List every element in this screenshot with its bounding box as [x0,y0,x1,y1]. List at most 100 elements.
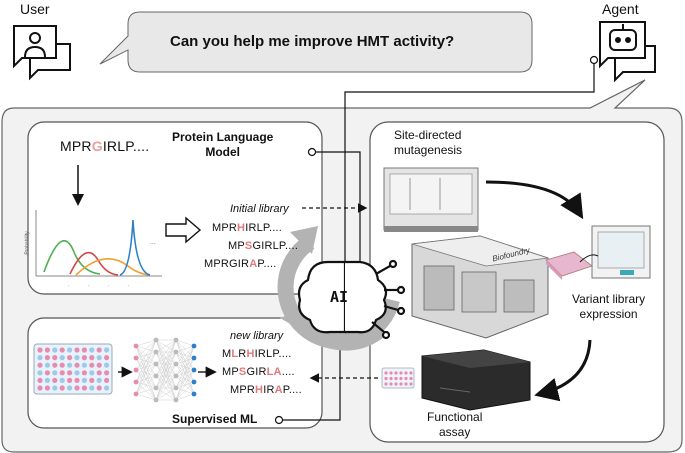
well [104,355,110,361]
nn-node [153,385,159,391]
nn-edge [175,381,195,401]
nn-edge [155,351,177,401]
nn-edge [135,351,157,395]
well [67,385,73,391]
well [44,370,51,376]
well [59,355,65,361]
svg-text:·: · [128,283,130,289]
nn-edge [135,339,157,395]
well [81,377,87,383]
nn-node [133,367,139,373]
well [74,377,80,383]
probability-axis-label: Probability [24,231,31,255]
biofoundry-system-image [411,235,549,339]
well [37,370,43,376]
prompt-text: Can you help me improve HMT activity? [170,33,455,50]
svg-text:...: ... [150,239,156,246]
well [44,347,51,353]
well [89,377,95,383]
well [67,377,73,383]
nn-node [153,337,159,343]
well [96,347,102,353]
nn-edge [135,339,157,383]
well [96,355,102,361]
nn-edge [175,345,195,353]
prompt-bubble [99,11,533,73]
well [81,370,87,376]
nn-edge [175,369,195,401]
nn-node [173,397,179,403]
well [89,362,95,368]
well [59,347,65,353]
nn-edge [155,375,177,401]
nn-edge [155,339,177,389]
well [89,385,95,391]
new-library-seq-2: MPSGIRLA.... [222,366,295,378]
nn-edge [135,339,157,371]
nn-edge [155,339,177,353]
nn-edge [135,339,157,359]
nn-edge [155,339,177,365]
well [37,362,43,368]
site-directed-label: Site-directed mutagenesis [394,128,463,157]
agent-label: Agent [602,1,639,17]
plate-reader-image [421,349,531,411]
well [81,347,87,353]
well [104,370,110,376]
well [52,370,58,376]
svg-text:·: · [68,283,70,289]
well [81,362,87,368]
nn-node [191,367,197,373]
well [384,376,388,381]
well [399,376,403,381]
well [409,376,413,381]
well [404,376,408,381]
well [81,355,87,361]
new-library-seq-1: MLRHIRLP.... [222,348,292,360]
nn-node [191,379,197,385]
well [37,355,43,361]
plm-title: Protein Language Model [172,130,274,159]
well [74,385,80,391]
supervised-ml-title: Supervised ML [172,412,258,426]
liquid-handler-image [383,167,479,232]
well [409,371,413,375]
nn-node [153,361,159,367]
well [399,371,403,375]
well-plate-image [33,343,113,395]
well [74,370,80,376]
assay-plate-image [381,367,415,389]
sample-plate-image [545,251,593,280]
new-library-label: new library [230,330,284,342]
well [59,385,65,391]
well [37,347,43,353]
nn-edge [155,339,177,401]
initial-library-seq-2: MPSGIRLP.... [228,240,299,252]
well [389,371,393,375]
well [44,385,51,391]
initial-library-seq-1: MPRHIRLP.... [212,222,283,234]
well [81,385,87,391]
well [52,347,58,353]
nn-edge [175,393,195,401]
nn-edge [155,363,177,401]
well [399,382,403,386]
nn-node [153,373,159,379]
well [74,347,80,353]
svg-text:·: · [108,283,110,289]
well [59,370,65,376]
well [37,377,43,383]
incubator-image [591,225,651,279]
well [104,385,110,391]
nn-edge [135,375,157,395]
nn-edge [175,345,195,365]
svg-text:·: · [88,283,90,289]
well [74,362,80,368]
well [67,362,73,368]
nn-edge [175,345,195,401]
nn-node [133,391,139,397]
nn-node [153,397,159,403]
probability-plot: ... · · · · [35,210,162,289]
well [89,370,95,376]
